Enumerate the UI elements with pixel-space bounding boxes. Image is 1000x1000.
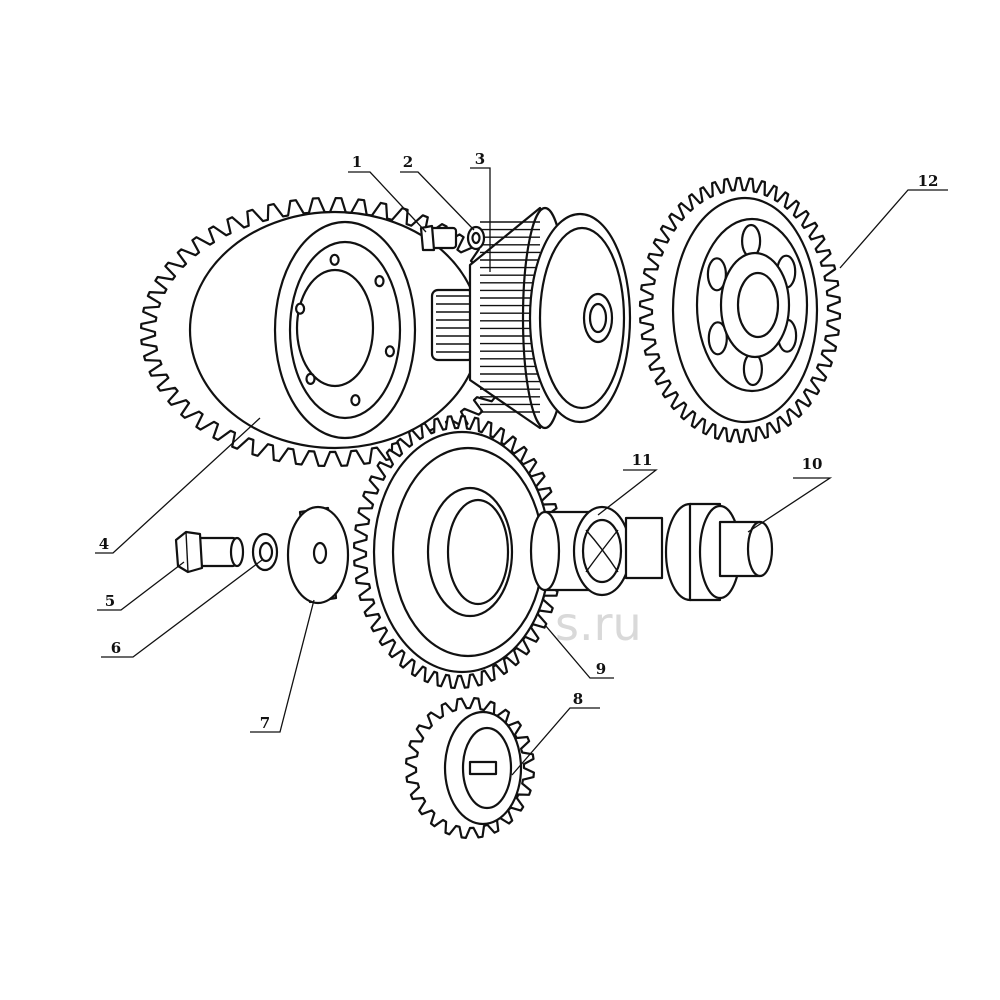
spoke-window — [707, 321, 728, 356]
callout-5: 5 — [105, 592, 115, 610]
part-8-small-helical-gear — [405, 697, 535, 839]
watermark-text: s.ru — [555, 597, 642, 651]
callout-4: 4 — [99, 535, 109, 553]
callout-10: 10 — [802, 455, 823, 473]
callout-3: 3 — [475, 150, 485, 168]
leader-lines — [95, 167, 948, 776]
callout-12: 12 — [918, 172, 939, 190]
part-2-washer — [466, 225, 486, 251]
part-5-hex-bolt — [174, 530, 245, 574]
bolt-hole — [374, 275, 385, 288]
part-9-helical-gear — [353, 415, 563, 689]
bolt-hole — [350, 394, 361, 407]
callout-labels: 1 2 3 4 5 6 7 8 9 10 11 12 — [99, 150, 939, 732]
callout-11: 11 — [632, 451, 653, 469]
bolt-hole — [384, 345, 395, 358]
part-1-bolt — [419, 224, 458, 252]
bolt-hole — [329, 253, 340, 266]
part-11-bearing-ring — [529, 505, 632, 597]
callout-2: 2 — [403, 153, 413, 171]
bolt-hole — [305, 372, 316, 385]
spoke-window — [706, 257, 728, 292]
bolt-hole — [295, 302, 306, 315]
callout-1: 1 — [352, 153, 362, 171]
part-3-shaft-gear-assembly — [430, 206, 632, 430]
part-7-thrust-plate — [286, 505, 350, 605]
callout-9: 9 — [596, 660, 606, 678]
part-6-washer — [251, 532, 279, 572]
part-12-spoked-gear — [638, 176, 842, 444]
callout-6: 6 — [111, 639, 121, 657]
part-10-stepped-shaft — [624, 502, 774, 602]
callout-8: 8 — [573, 690, 583, 708]
callout-7: 7 — [260, 714, 270, 732]
part-4-helical-gear — [140, 197, 520, 467]
part-4-bolt-holes — [295, 253, 395, 407]
